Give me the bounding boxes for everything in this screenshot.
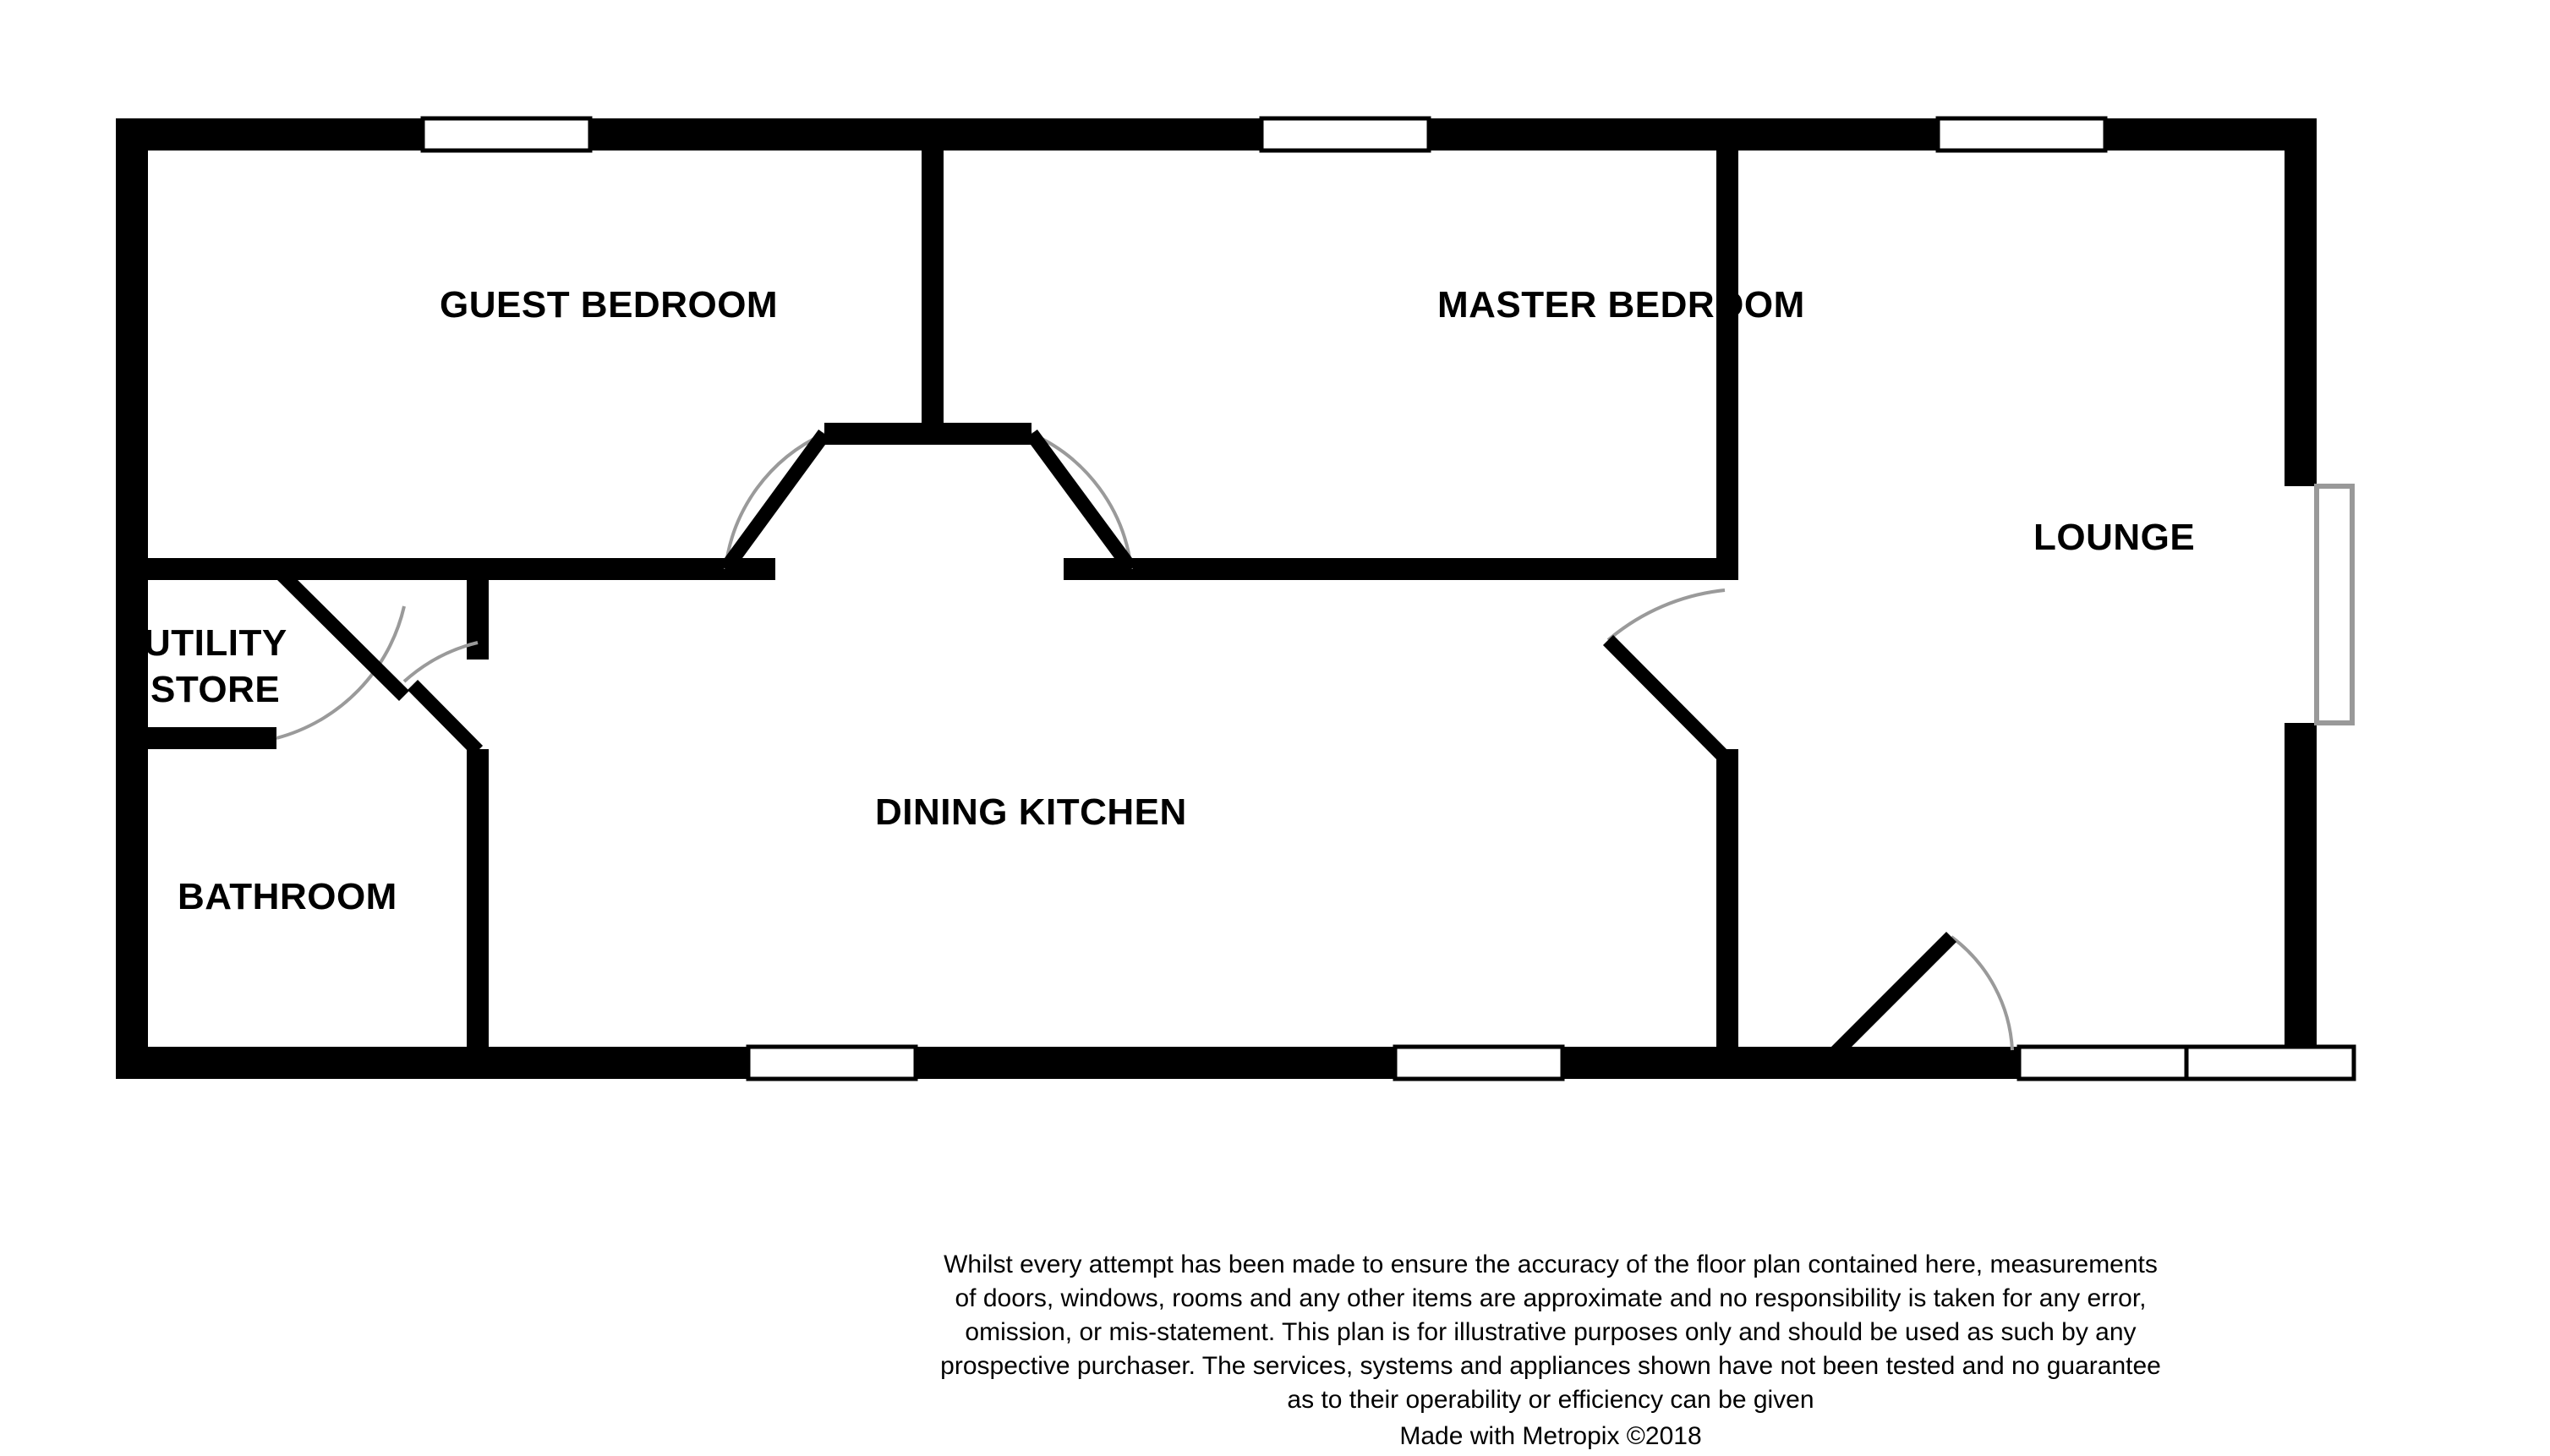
window-lounge-bottom-left [2016, 1044, 2189, 1081]
door-bathroom [402, 641, 484, 756]
interior-wall-bathroom-right [467, 749, 489, 1079]
window-group-bottom [746, 1044, 2356, 1081]
door-entrance [1827, 931, 2014, 1061]
window-lounge-bottom-right [2184, 1044, 2356, 1081]
room-label-utility-store-line1: UTILITY [144, 622, 287, 664]
room-label-lounge: LOUNGE [2033, 517, 2195, 558]
door-master-bedroom [1026, 429, 1137, 574]
room-label-master-bedroom: MASTER BEDROOM [1437, 284, 1805, 326]
wall-group-interior [116, 118, 1738, 1079]
window-master-bedroom-left [1259, 116, 1431, 153]
room-label-bathroom: BATHROOM [178, 876, 397, 917]
room-label-dining-kitchen: DINING KITCHEN [875, 791, 1187, 833]
window-guest-bedroom [420, 116, 593, 153]
disclaimer-line-2: of doors, windows, rooms and any other i… [955, 1284, 2146, 1312]
interior-wall-lounge-divider-lower [1716, 749, 1738, 1079]
room-label-utility-store-line2: STORE [150, 669, 280, 710]
disclaimer-line-1: Whilst every attempt has been made to en… [944, 1251, 2158, 1278]
exterior-wall-bottom [116, 1047, 2317, 1079]
room-label-group: GUEST BEDROOM MASTER BEDROOM LOUNGE UTIL… [144, 284, 2195, 917]
window-group-top [420, 116, 2108, 153]
interior-wall-master-bedroom-bottom [1064, 558, 1738, 580]
window-dining-kitchen-left [746, 1044, 918, 1081]
disclaimer-line-3: omission, or mis-statement. This plan is… [965, 1318, 2136, 1346]
interior-wall-bedroom-door-head [824, 423, 1031, 445]
disclaimer-line-5: as to their operability or efficiency ca… [1287, 1386, 1814, 1414]
bay-window-lounge [2285, 484, 2359, 725]
metropix-credit: Made with Metropix ©2018 [1399, 1422, 1701, 1450]
door-guest-bedroom [720, 429, 830, 574]
window-dining-kitchen-right [1393, 1044, 1565, 1081]
door-lounge [1602, 588, 1733, 765]
room-label-guest-bedroom: GUEST BEDROOM [440, 284, 778, 326]
interior-wall-bedroom-divider [922, 118, 944, 423]
exterior-wall-left [116, 118, 148, 1079]
disclaimer-block: Whilst every attempt has been made to en… [940, 1251, 2161, 1450]
door-group [274, 429, 2014, 1061]
window-master-bedroom-right [1935, 116, 2108, 153]
interior-wall-guest-bedroom-bottom [116, 558, 775, 580]
disclaimer-line-4: prospective purchaser. The services, sys… [940, 1352, 2161, 1380]
door-utility-store [274, 566, 409, 740]
interior-wall-lounge-divider-upper [1716, 118, 1738, 580]
interior-wall-utility-store-bottom [116, 727, 276, 749]
